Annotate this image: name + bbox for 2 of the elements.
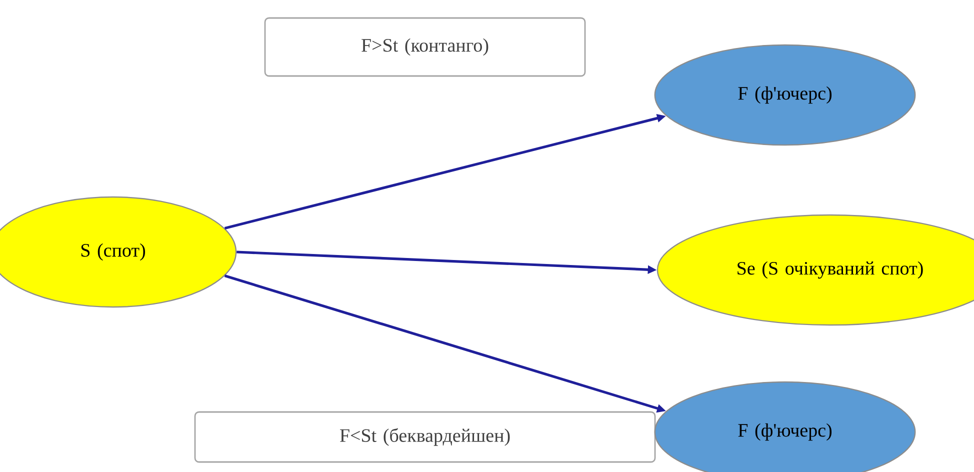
note-box: F<St (беквардейшен) <box>194 411 656 463</box>
note-box: F>St (контанго) <box>264 17 586 77</box>
